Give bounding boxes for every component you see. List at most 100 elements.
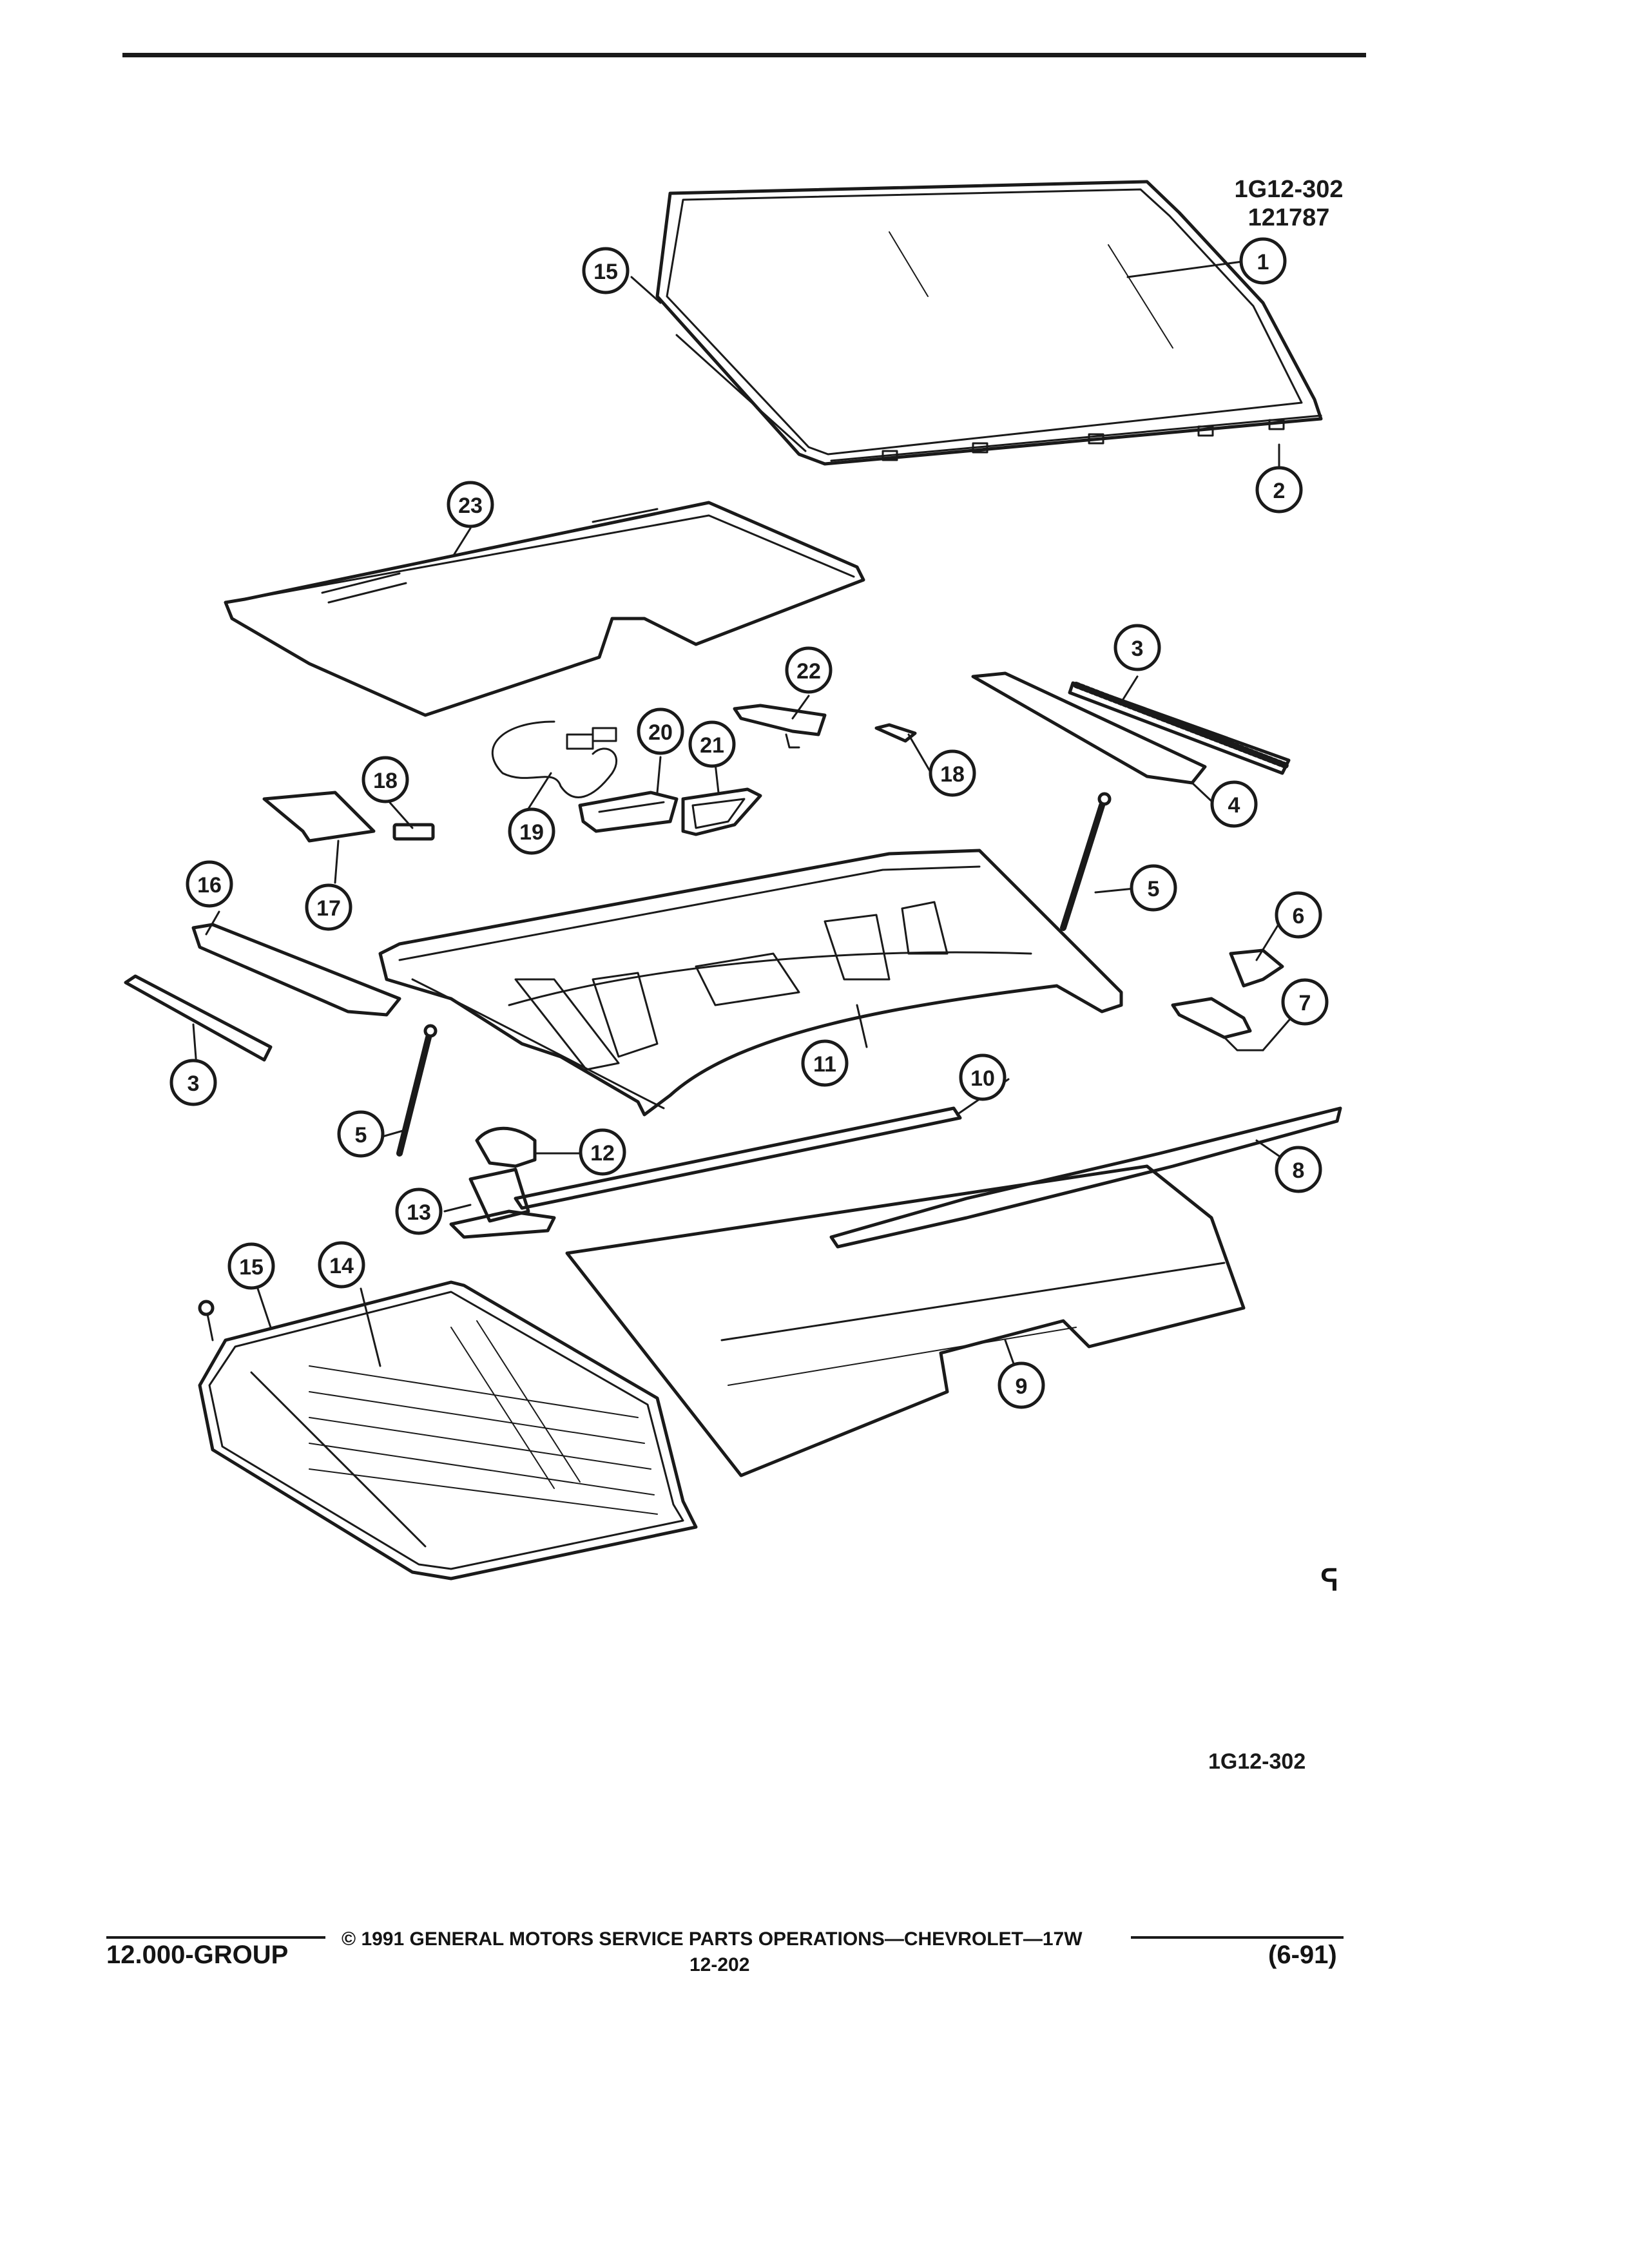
callout-circle bbox=[1281, 978, 1329, 1026]
callout-c8: 8 bbox=[1275, 1146, 1322, 1193]
callout-number: 20 bbox=[648, 720, 673, 745]
top-rule bbox=[122, 53, 1366, 57]
callout-number: 18 bbox=[940, 762, 965, 787]
callout-circle bbox=[395, 1187, 443, 1235]
callout-circle bbox=[305, 883, 352, 931]
callout-c15a: 15 bbox=[227, 1242, 275, 1290]
hinge-13 bbox=[449, 1168, 556, 1239]
callout-c3a: 3 bbox=[1113, 624, 1161, 671]
callout-c20: 20 bbox=[637, 707, 684, 755]
callout-number: 2 bbox=[1273, 479, 1286, 503]
hinge-12 bbox=[475, 1126, 537, 1168]
callout-number: 3 bbox=[188, 1072, 200, 1096]
callout-circle bbox=[227, 1242, 275, 1290]
callout-number: 11 bbox=[813, 1052, 836, 1077]
callout-c5a: 5 bbox=[1130, 864, 1177, 912]
callout-c18b: 18 bbox=[929, 749, 976, 797]
callout-circle bbox=[1275, 1146, 1322, 1193]
seal-strip-left bbox=[124, 974, 273, 1062]
callout-circle bbox=[337, 1110, 385, 1158]
callout-number: 15 bbox=[239, 1255, 264, 1280]
support-left bbox=[191, 923, 401, 1017]
callout-number: 16 bbox=[197, 873, 222, 898]
footer-rule-left bbox=[106, 1936, 325, 1939]
callout-number: 23 bbox=[458, 494, 483, 518]
rear-window-glass-upper bbox=[655, 180, 1323, 466]
callout-circle bbox=[637, 707, 684, 755]
panel-17 bbox=[262, 791, 376, 843]
callout-c2: 2 bbox=[1255, 466, 1303, 514]
callout-number: 8 bbox=[1293, 1158, 1305, 1183]
callout-c18a: 18 bbox=[361, 756, 409, 803]
callout-c19: 19 bbox=[508, 807, 555, 855]
callout-circle bbox=[1255, 466, 1303, 514]
callout-circle bbox=[582, 247, 630, 294]
callout-c3b: 3 bbox=[169, 1059, 217, 1106]
clip-18-right bbox=[874, 723, 917, 743]
callout-circle bbox=[508, 807, 555, 855]
trim-panel bbox=[224, 501, 865, 717]
callout-number: 18 bbox=[373, 769, 398, 793]
callout-c16: 16 bbox=[186, 860, 233, 908]
callout-number: 1 bbox=[1257, 250, 1269, 274]
callout-number: 5 bbox=[1148, 877, 1160, 901]
callout-number: 3 bbox=[1132, 637, 1144, 661]
figure-code-header: 1G12-302 121787 bbox=[1215, 175, 1363, 232]
callout-c4: 4 bbox=[1210, 780, 1258, 828]
callout-number: 22 bbox=[796, 659, 821, 684]
callout-number: 9 bbox=[1016, 1374, 1028, 1399]
callout-circle bbox=[929, 749, 976, 797]
callout-c12: 12 bbox=[579, 1128, 626, 1176]
callout-number: 15 bbox=[593, 260, 618, 284]
callout-c14: 14 bbox=[318, 1241, 365, 1289]
seal-strip-right bbox=[1068, 681, 1291, 775]
callout-circle bbox=[998, 1361, 1045, 1409]
hinge-7 bbox=[1171, 997, 1264, 1052]
gas-strut-left bbox=[396, 1024, 438, 1157]
figure-code-bottom: 1G12-302 bbox=[1208, 1749, 1306, 1774]
footer-copyright: © 1991 GENERAL MOTORS SERVICE PARTS OPER… bbox=[342, 1928, 1083, 1950]
callout-circle bbox=[688, 720, 736, 768]
leader-lines bbox=[192, 260, 1306, 1387]
gas-strut-right bbox=[1060, 792, 1112, 931]
callout-circle bbox=[1113, 624, 1161, 671]
callout-circle bbox=[785, 646, 833, 694]
molding-clips bbox=[882, 419, 1285, 461]
callout-c13: 13 bbox=[395, 1187, 443, 1235]
callout-c10: 10 bbox=[959, 1053, 1007, 1101]
callout-circle bbox=[959, 1053, 1007, 1101]
callout-number: 6 bbox=[1293, 904, 1305, 928]
wire-harness bbox=[491, 720, 617, 798]
callout-c7: 7 bbox=[1281, 978, 1329, 1026]
stop-lamp-housing bbox=[578, 791, 679, 833]
callout-number: 14 bbox=[329, 1254, 354, 1278]
callout-number: 12 bbox=[590, 1141, 615, 1166]
callout-c6: 6 bbox=[1275, 891, 1322, 939]
callout-c9: 9 bbox=[998, 1361, 1045, 1409]
callout-number: 19 bbox=[519, 820, 544, 845]
footer-date: (6-91) bbox=[1268, 1941, 1337, 1969]
callout-number: 7 bbox=[1299, 991, 1311, 1015]
callout-circle bbox=[801, 1039, 849, 1087]
rear-panel-9 bbox=[565, 1164, 1246, 1477]
callout-circle bbox=[318, 1241, 365, 1289]
footer-page-number: 12-202 bbox=[689, 1954, 750, 1975]
callout-c22: 22 bbox=[785, 646, 833, 694]
seal-10 bbox=[514, 1106, 962, 1210]
figure-date: 121787 bbox=[1248, 204, 1330, 231]
rear-window-glass-lower bbox=[198, 1280, 698, 1581]
callout-number: 13 bbox=[407, 1200, 431, 1225]
bracket-22 bbox=[733, 704, 827, 749]
gm-logo-icon: ᕋ bbox=[1321, 1563, 1339, 1597]
footer-rule-right bbox=[1131, 1936, 1344, 1939]
callout-c23: 23 bbox=[447, 481, 494, 528]
callout-number: 4 bbox=[1228, 793, 1240, 818]
callout-circle bbox=[1239, 237, 1287, 285]
callout-circle bbox=[361, 756, 409, 803]
footer-group-label: 12.000-GROUP bbox=[106, 1941, 289, 1969]
callout-circle bbox=[169, 1059, 217, 1106]
callout-c5b: 5 bbox=[337, 1110, 385, 1158]
callout-c1: 1 bbox=[1239, 237, 1287, 285]
callout-c11: 11 bbox=[801, 1039, 849, 1087]
